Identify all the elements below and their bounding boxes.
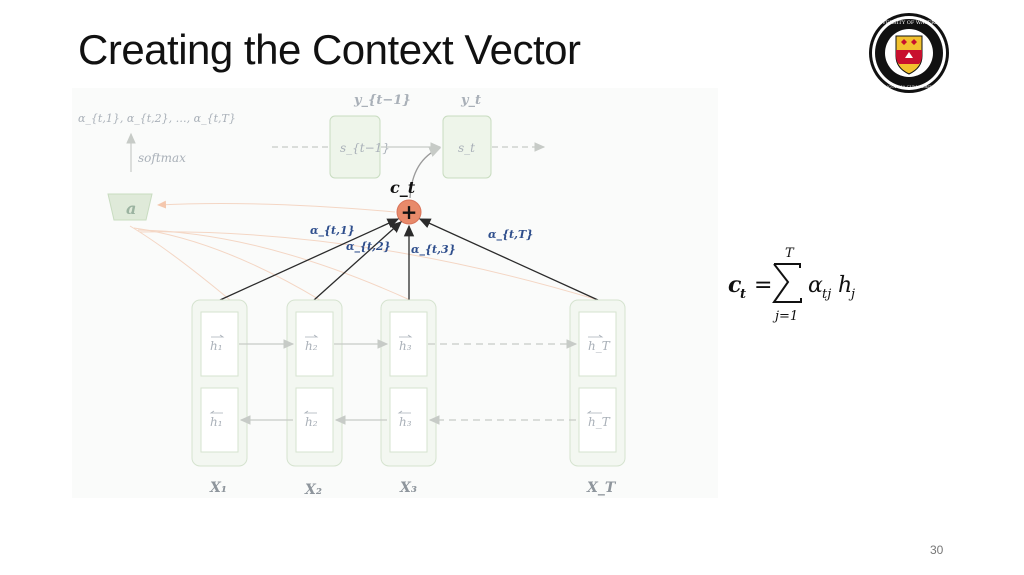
backward-state-2 <box>295 387 334 453</box>
forward-state-2-label: h₂ <box>305 339 318 353</box>
decoder-state-current <box>442 115 492 179</box>
forward-state-T <box>578 311 617 377</box>
decoder-state-current-label: s_t <box>458 141 475 155</box>
weight-arrow-2 <box>313 221 402 301</box>
alpha-list-label: α_{t,1}, α_{t,2}, …, α_{t,T} <box>78 112 236 125</box>
sigma-symbol <box>772 263 802 303</box>
page-number: 30 <box>930 543 944 557</box>
h1-to-attention-curve <box>129 225 231 301</box>
logo-motto: CONCORDIA CUM VERITATE <box>878 84 939 89</box>
hT-to-attention-curve <box>139 231 599 301</box>
forward-state-1-label: h₁ <box>210 339 223 353</box>
formula-h-sub: j <box>848 287 855 302</box>
forward-state-T-label: h_T <box>588 339 611 353</box>
backward-state-3-label: h₃ <box>399 415 412 429</box>
forward-arrow-glyphs <box>211 334 604 338</box>
forward-state-3-label: h₃ <box>399 339 412 353</box>
slide-title: Creating the Context Vector <box>78 26 581 73</box>
backward-state-3 <box>389 387 428 453</box>
backward-state-1 <box>200 387 239 453</box>
sum-node <box>396 199 422 225</box>
formula-alpha-sub: tj <box>822 287 831 302</box>
attention-box <box>107 193 153 221</box>
weight-arrow-T <box>418 218 599 301</box>
backward-state-T-label: h_T <box>588 415 611 429</box>
output-label-current: y_t <box>460 93 481 108</box>
weight-label-T: α_{t,T} <box>488 228 533 242</box>
formula-alpha: α <box>808 273 823 298</box>
input-label-2: X₂ <box>304 482 322 498</box>
formula-h: h <box>838 273 852 298</box>
formula-sum-lower: j=1 <box>772 309 798 324</box>
backward-state-T <box>578 387 617 453</box>
forward-state-2 <box>295 311 334 377</box>
weight-label-2: α_{t,2} <box>346 240 391 254</box>
context-vector-label: c_t <box>390 178 416 197</box>
backward-arrow-glyphs <box>209 410 602 414</box>
decoder-state-prev-label: s_{t−1} <box>340 141 390 155</box>
forward-state-3 <box>389 311 428 377</box>
weight-label-1: α_{t,1} <box>310 224 355 238</box>
formula-lhs: c <box>728 272 742 298</box>
context-to-state-arrow <box>409 147 442 199</box>
input-label-1: X₁ <box>209 480 227 496</box>
context-to-attention-arrow <box>157 200 396 213</box>
context-vector-formula: c t = T j=1 α tj h j <box>728 246 855 324</box>
decoder-state-prev <box>329 115 381 179</box>
logo-text: UNIVERSITY OF WATERLOO <box>872 20 947 26</box>
backward-state-1-label: h₁ <box>210 415 223 429</box>
formula-sum-upper: T <box>785 246 795 261</box>
backward-state-2-label: h₂ <box>305 415 318 429</box>
input-label-3: X₃ <box>399 480 417 496</box>
output-label-prev: y_{t−1} <box>353 93 411 108</box>
formula-equals: = <box>754 273 772 298</box>
weight-label-3: α_{t,3} <box>411 243 456 257</box>
weight-arrow-1 <box>219 218 400 301</box>
h2-to-attention-curve <box>133 227 321 301</box>
softmax-label: softmax <box>138 151 186 165</box>
attention-box-label: a <box>126 199 136 218</box>
formula-lhs-sub: t <box>740 287 746 302</box>
forward-state-1 <box>200 311 239 377</box>
input-label-T: X_T <box>586 480 617 496</box>
sum-node-symbol: + <box>401 200 418 224</box>
university-logo: UNIVERSITY OF WATERLOO CONCORDIA CUM VER… <box>869 13 949 93</box>
